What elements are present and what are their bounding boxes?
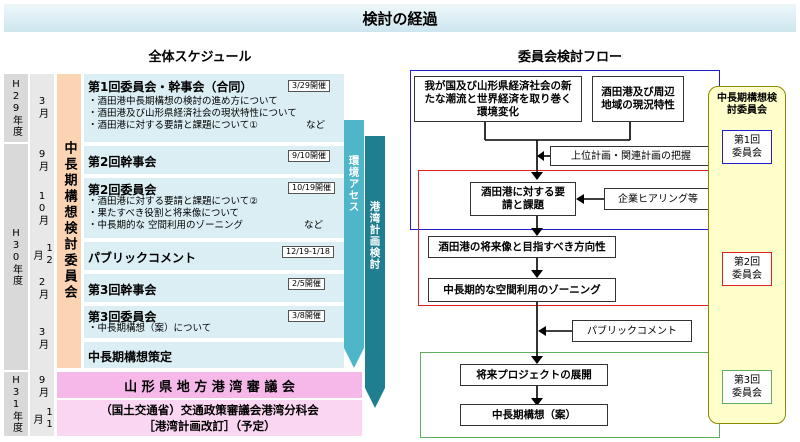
schedule-title: 第3回委員会 — [88, 310, 157, 324]
schedule-title: 中長期構想策定 — [88, 350, 173, 364]
left-heading: 全体スケジュール — [148, 49, 252, 65]
month-label: 9月 — [36, 148, 48, 172]
schedule-item: ・酒田港及び山形県経済社会の現状特性について — [88, 108, 297, 119]
schedule-row-7 — [84, 342, 344, 368]
schedule-item: ・酒田港に対する要請と課題について① — [88, 120, 258, 131]
flow-connectors — [484, 120, 631, 406]
year-h30: H30年度 — [4, 144, 28, 370]
flow-box-requests: 酒田港に対する要請と課題 — [470, 182, 576, 216]
right-heading: 委員会検討フロー — [517, 49, 622, 65]
main-committee-bar: 中長期構想検討委員会 — [57, 74, 81, 368]
schedule-item: など — [304, 220, 324, 231]
month-label: 2月 — [36, 276, 48, 300]
schedule-date: 3/8開催 — [288, 310, 325, 322]
schedule-date: 3/29開催 — [288, 80, 330, 92]
schedule-title: 第3回幹事会 — [88, 283, 157, 297]
month-label: 10月 — [36, 190, 48, 226]
env-assessment-label: 環境アセス — [347, 155, 360, 213]
schedule-item: ・中長期構想（案）について — [88, 323, 212, 334]
flow-side-hearing: 企業ヒアリング等 — [604, 188, 712, 210]
schedule-date: 12/19-1/18 — [282, 246, 334, 258]
committee-column-title: 中長期構想検討委員会 — [717, 93, 777, 116]
schedule-title: パブリックコメント — [88, 251, 197, 265]
year-h31: H31年度 — [4, 372, 28, 436]
month-column — [30, 74, 54, 436]
national-council-row — [57, 400, 362, 436]
month-label: 3月 — [36, 326, 48, 350]
schedule-item: ・果たすべき役割と将来像について — [88, 208, 240, 219]
schedule-title: 第1回委員会・幹事会（合同） — [88, 80, 253, 94]
schedule-date: 2/5開催 — [288, 278, 325, 290]
flow-box-economy: 我が国及び山形県経済社会の新たな潮流と世界経済を取り巻く環境変化 — [414, 76, 582, 122]
flow-box-port-status: 酒田港及び周辺地域の現況特性 — [592, 76, 684, 122]
committee-3: 第3回委員会 — [722, 370, 772, 404]
flow-box-projects: 将来プロジェクトの展開 — [460, 364, 608, 386]
flow-box-zoning: 中長期的な空間利用のゾーニング — [428, 278, 616, 302]
schedule-title: 第2回幹事会 — [88, 155, 157, 169]
council-row: 山 形 県 地 方 港 湾 審 議 会 — [57, 372, 362, 398]
committee-2: 第2回委員会 — [722, 252, 772, 286]
national-council-line1: （国土交通省）交通政策審議会港湾分科会 — [100, 403, 319, 417]
committee-1: 第1回委員会 — [722, 130, 772, 164]
year-h29: H29年度 — [4, 74, 28, 142]
flow-box-draft: 中長期構想（案） — [460, 404, 608, 426]
schedule-item: ・酒田港中長期構想の検討の進め方について — [88, 96, 278, 107]
schedule-item: ・中長期的な 空間利用のゾーニング — [88, 220, 244, 231]
port-plan-arrow — [365, 136, 385, 408]
title-bar: 検討の経過 — [4, 4, 796, 32]
page-title: 検討の経過 — [362, 9, 438, 28]
month-label: 3月 — [36, 95, 48, 119]
schedule-title: 第2回委員会 — [88, 183, 157, 197]
schedule-date: 9/10開催 — [288, 150, 330, 162]
flow-side-upper-plans: 上位計画・関連計画の把握 — [550, 146, 712, 166]
month-label: 9月 — [36, 374, 48, 398]
flow-box-vision: 酒田港の将来像と目指すべき方向性 — [428, 236, 616, 258]
month-label: 11月 — [31, 407, 55, 431]
schedule-date: 10/19開催 — [288, 182, 336, 194]
national-council-line2: ［港湾計画改訂］（予定） — [143, 419, 276, 433]
env-assessment-arrow — [344, 120, 364, 368]
schedule-item: ・酒田港に対する要請と課題について② — [88, 196, 258, 207]
port-plan-label: 港湾計画検討 — [368, 200, 381, 270]
flow-side-public-comment: パブリックコメント — [572, 320, 692, 342]
month-label: 12月 — [31, 243, 55, 267]
schedule-item: など — [306, 120, 326, 131]
